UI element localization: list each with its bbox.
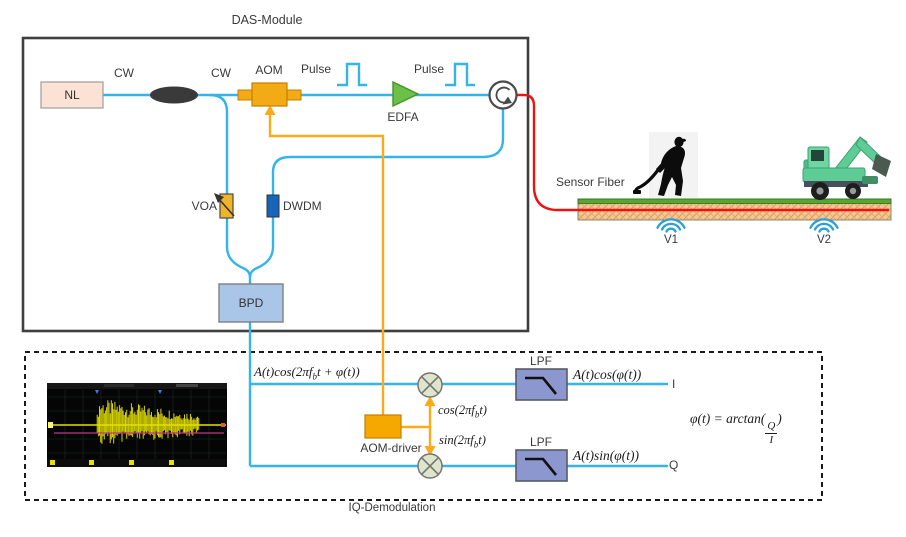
v2-label: V2 <box>816 234 832 246</box>
beat-signal-label: A(t)cos(2πfbt + φ(t)) <box>254 364 360 382</box>
q-output-label: A(t)sin(φ(t)) <box>573 448 639 463</box>
lpf-q-label: LPF <box>529 435 553 449</box>
i-port-label: I <box>672 377 676 391</box>
das-module-box <box>21 36 530 333</box>
electrical-arrowheads <box>264 105 436 456</box>
sin-lo-label: sin(2πfbt) <box>439 433 486 450</box>
oscilloscope-image <box>47 383 227 467</box>
bpd-label: BPD <box>238 296 264 310</box>
mixer-q <box>417 453 443 479</box>
aom-driver-box <box>364 414 402 439</box>
lpf-q-box <box>515 449 568 482</box>
edfa-label: EDFA <box>387 110 419 124</box>
pulse-glyph-2 <box>445 62 475 87</box>
iq-demodulation-box <box>24 351 823 501</box>
vibration-icon-v2 <box>809 218 839 233</box>
excavator-image <box>802 136 891 200</box>
das-module-title: DAS-Module <box>231 13 303 27</box>
cos-lo-label: cos(2πfbt) <box>438 403 487 420</box>
lpf-i-label: LPF <box>529 354 553 368</box>
bpd-box <box>218 283 284 323</box>
nl-label: NL <box>64 88 80 102</box>
pulse-glyph-1 <box>337 62 367 87</box>
cw-label-2: CW <box>211 66 231 80</box>
worker-silhouette <box>633 132 698 198</box>
pulse-label-1: Pulse <box>300 62 332 76</box>
red-fiber-line <box>517 93 889 212</box>
sensor-fiber-label: Sensor Fiber <box>556 175 625 189</box>
aom-box <box>237 82 302 107</box>
edfa-triangle <box>392 80 420 108</box>
cw-label-1: CW <box>114 66 134 80</box>
laser-nl-box <box>40 81 104 109</box>
i-output-label: A(t)cos(φ(t)) <box>573 367 642 382</box>
voa-box <box>214 193 235 219</box>
electrical-line-orange <box>268 111 432 450</box>
circulator-icon <box>488 80 518 110</box>
dwdm-box <box>266 194 280 218</box>
lpf-i-box <box>515 368 568 401</box>
dwdm-label: DWDM <box>283 199 322 213</box>
aom-label: AOM <box>255 63 283 77</box>
pulse-label-2: Pulse <box>413 62 445 76</box>
vibration-icon-v1 <box>656 218 686 233</box>
voa-label: VOA <box>191 199 217 213</box>
coupler-ellipse <box>150 86 198 104</box>
q-port-label: Q <box>669 458 679 472</box>
iq-demodulation-title: IQ-Demodulation <box>348 502 436 514</box>
v1-label: V1 <box>663 234 679 246</box>
mixer-i <box>417 372 443 398</box>
aom-driver-label: AOM-driver <box>360 441 422 455</box>
